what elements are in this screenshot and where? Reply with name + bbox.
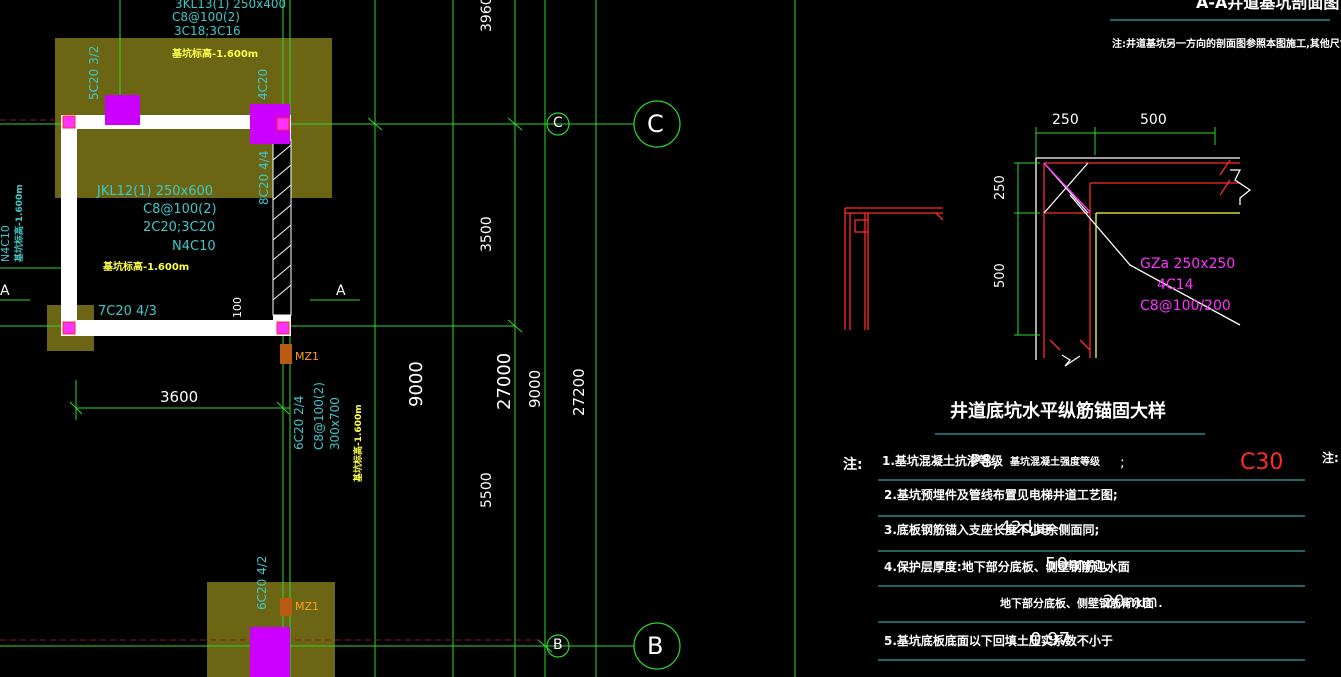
- wall-bottom: [61, 320, 291, 336]
- wall-left: [61, 115, 77, 336]
- beam-mid-waist: N4C10: [172, 239, 216, 254]
- note-4-text: 4.保护层厚度:地下部分底板、侧壁钢筋迎水面: [884, 560, 1130, 574]
- beam-top-stirrup: C8@100(2): [172, 10, 240, 24]
- dimension-3500: 3500: [479, 216, 495, 252]
- note-1-text: 1.基坑混凝土抗渗等级: [882, 454, 1003, 468]
- note-5-text: 5.基坑底板底面以下回填土压实系数不小于: [884, 634, 1113, 648]
- beam-top-rebar: 3C18;3C16: [174, 24, 241, 38]
- elevation-label-mid: 基坑标高-1.600m: [103, 262, 190, 273]
- note-3-rest: ,其余侧面同;: [1030, 523, 1100, 537]
- section-mark-left: A: [0, 283, 10, 299]
- left-edge-rebar: N4C10: [0, 225, 12, 262]
- beam-mid-rebar: 2C20;3C20: [143, 220, 216, 235]
- gz-column-rebar: 4C14: [1157, 277, 1194, 293]
- note-3-42d: 42d: [1000, 518, 1033, 538]
- wall-rebar-right: 8C20 4/4: [257, 150, 271, 205]
- note-2-text: 2.基坑预埋件及管线布置见电梯井道工艺图;: [884, 488, 1118, 502]
- mz1-label-bottom: MZ1: [295, 600, 320, 613]
- grid-label-c-large: C: [647, 110, 664, 138]
- dimension-5500: 5500: [479, 472, 495, 508]
- note-1-p8: P8,: [970, 451, 999, 472]
- gz-column-stirrup: C8@100/200: [1140, 298, 1231, 314]
- right-beam-size: 300x700: [328, 397, 342, 450]
- dimension-3960: 3960: [479, 0, 495, 32]
- beam-mid-label: JKL12(1) 250x600: [97, 184, 214, 199]
- section-title: A-A井道基坑剖面图: [1196, 0, 1340, 12]
- wall-rebar-bottom: 7C20 4/3: [98, 304, 157, 319]
- detail-title: 井道底坑水平纵筋锚固大样: [950, 401, 1166, 422]
- dimension-27200: 27200: [570, 368, 588, 416]
- mz1-label: MZ1: [295, 350, 320, 363]
- note-1-strength: 基坑混凝土强度等级: [1010, 457, 1100, 468]
- note-3-text: 3.底板钢筋锚入支座长度不小于: [884, 523, 1053, 537]
- dimension-100: 100: [231, 297, 244, 318]
- grid-label-b-small: B: [553, 637, 563, 653]
- detail-dim-250-top: 250: [1052, 112, 1079, 128]
- note-4-back: 地下部分底板、侧壁钢筋背水面: [1000, 597, 1154, 610]
- note-5-value: 0.97.: [1030, 629, 1076, 650]
- detail-dim-500-top: 500: [1140, 112, 1167, 128]
- note-1-semicolon: ;: [1120, 455, 1125, 471]
- section-mark-right: A: [336, 283, 346, 299]
- grid-label-b-large: B: [647, 632, 664, 660]
- notes-right-edge: 注:: [1322, 451, 1339, 465]
- note-4-50mm: 50mm,: [1045, 554, 1109, 575]
- right-beam-rebar: 6C20 2/4: [292, 395, 306, 450]
- column-bottom: [250, 627, 290, 677]
- right-beam-stirrup: C8@100(2): [312, 382, 326, 450]
- elevation-label-top: 基坑标高-1.600m: [172, 49, 259, 60]
- column-top-left: [105, 95, 140, 125]
- dimension-27000: 27000: [494, 352, 515, 410]
- column-rebar-bottom: 6C20 4/2: [255, 555, 269, 610]
- beam-partial-label: 3KL13(1) 250x400: [175, 0, 287, 11]
- note-4-20mm: 20mm.: [1103, 592, 1164, 612]
- detail-dim-500-side: 500: [993, 263, 1008, 288]
- right-beam-elevation: 基坑标高-1.600m: [354, 404, 364, 482]
- grid-label-c-small: C: [553, 115, 563, 131]
- detail-dim-250-side: 250: [993, 175, 1008, 200]
- dimension-9000-large: 9000: [406, 361, 427, 407]
- beam-mid-stirrup: C8@100(2): [143, 202, 217, 217]
- notes-label: 注:: [843, 457, 863, 473]
- note-1-c30: C30: [1240, 450, 1284, 475]
- dimension-3600: 3600: [160, 388, 199, 406]
- section-note: 注:井道基坑另一方向的剖面图参照本图施工,其他尺寸见平面标注。: [1112, 39, 1341, 50]
- left-edge-elevation: 基坑标高-1.600m: [15, 184, 25, 262]
- column-rebar-top-left: 5C20 3/2: [87, 45, 101, 100]
- dimension-9000: 9000: [526, 369, 544, 408]
- column-rebar-top-right: 4C20: [256, 68, 270, 100]
- gz-column-label: GZa 250x250: [1140, 256, 1236, 272]
